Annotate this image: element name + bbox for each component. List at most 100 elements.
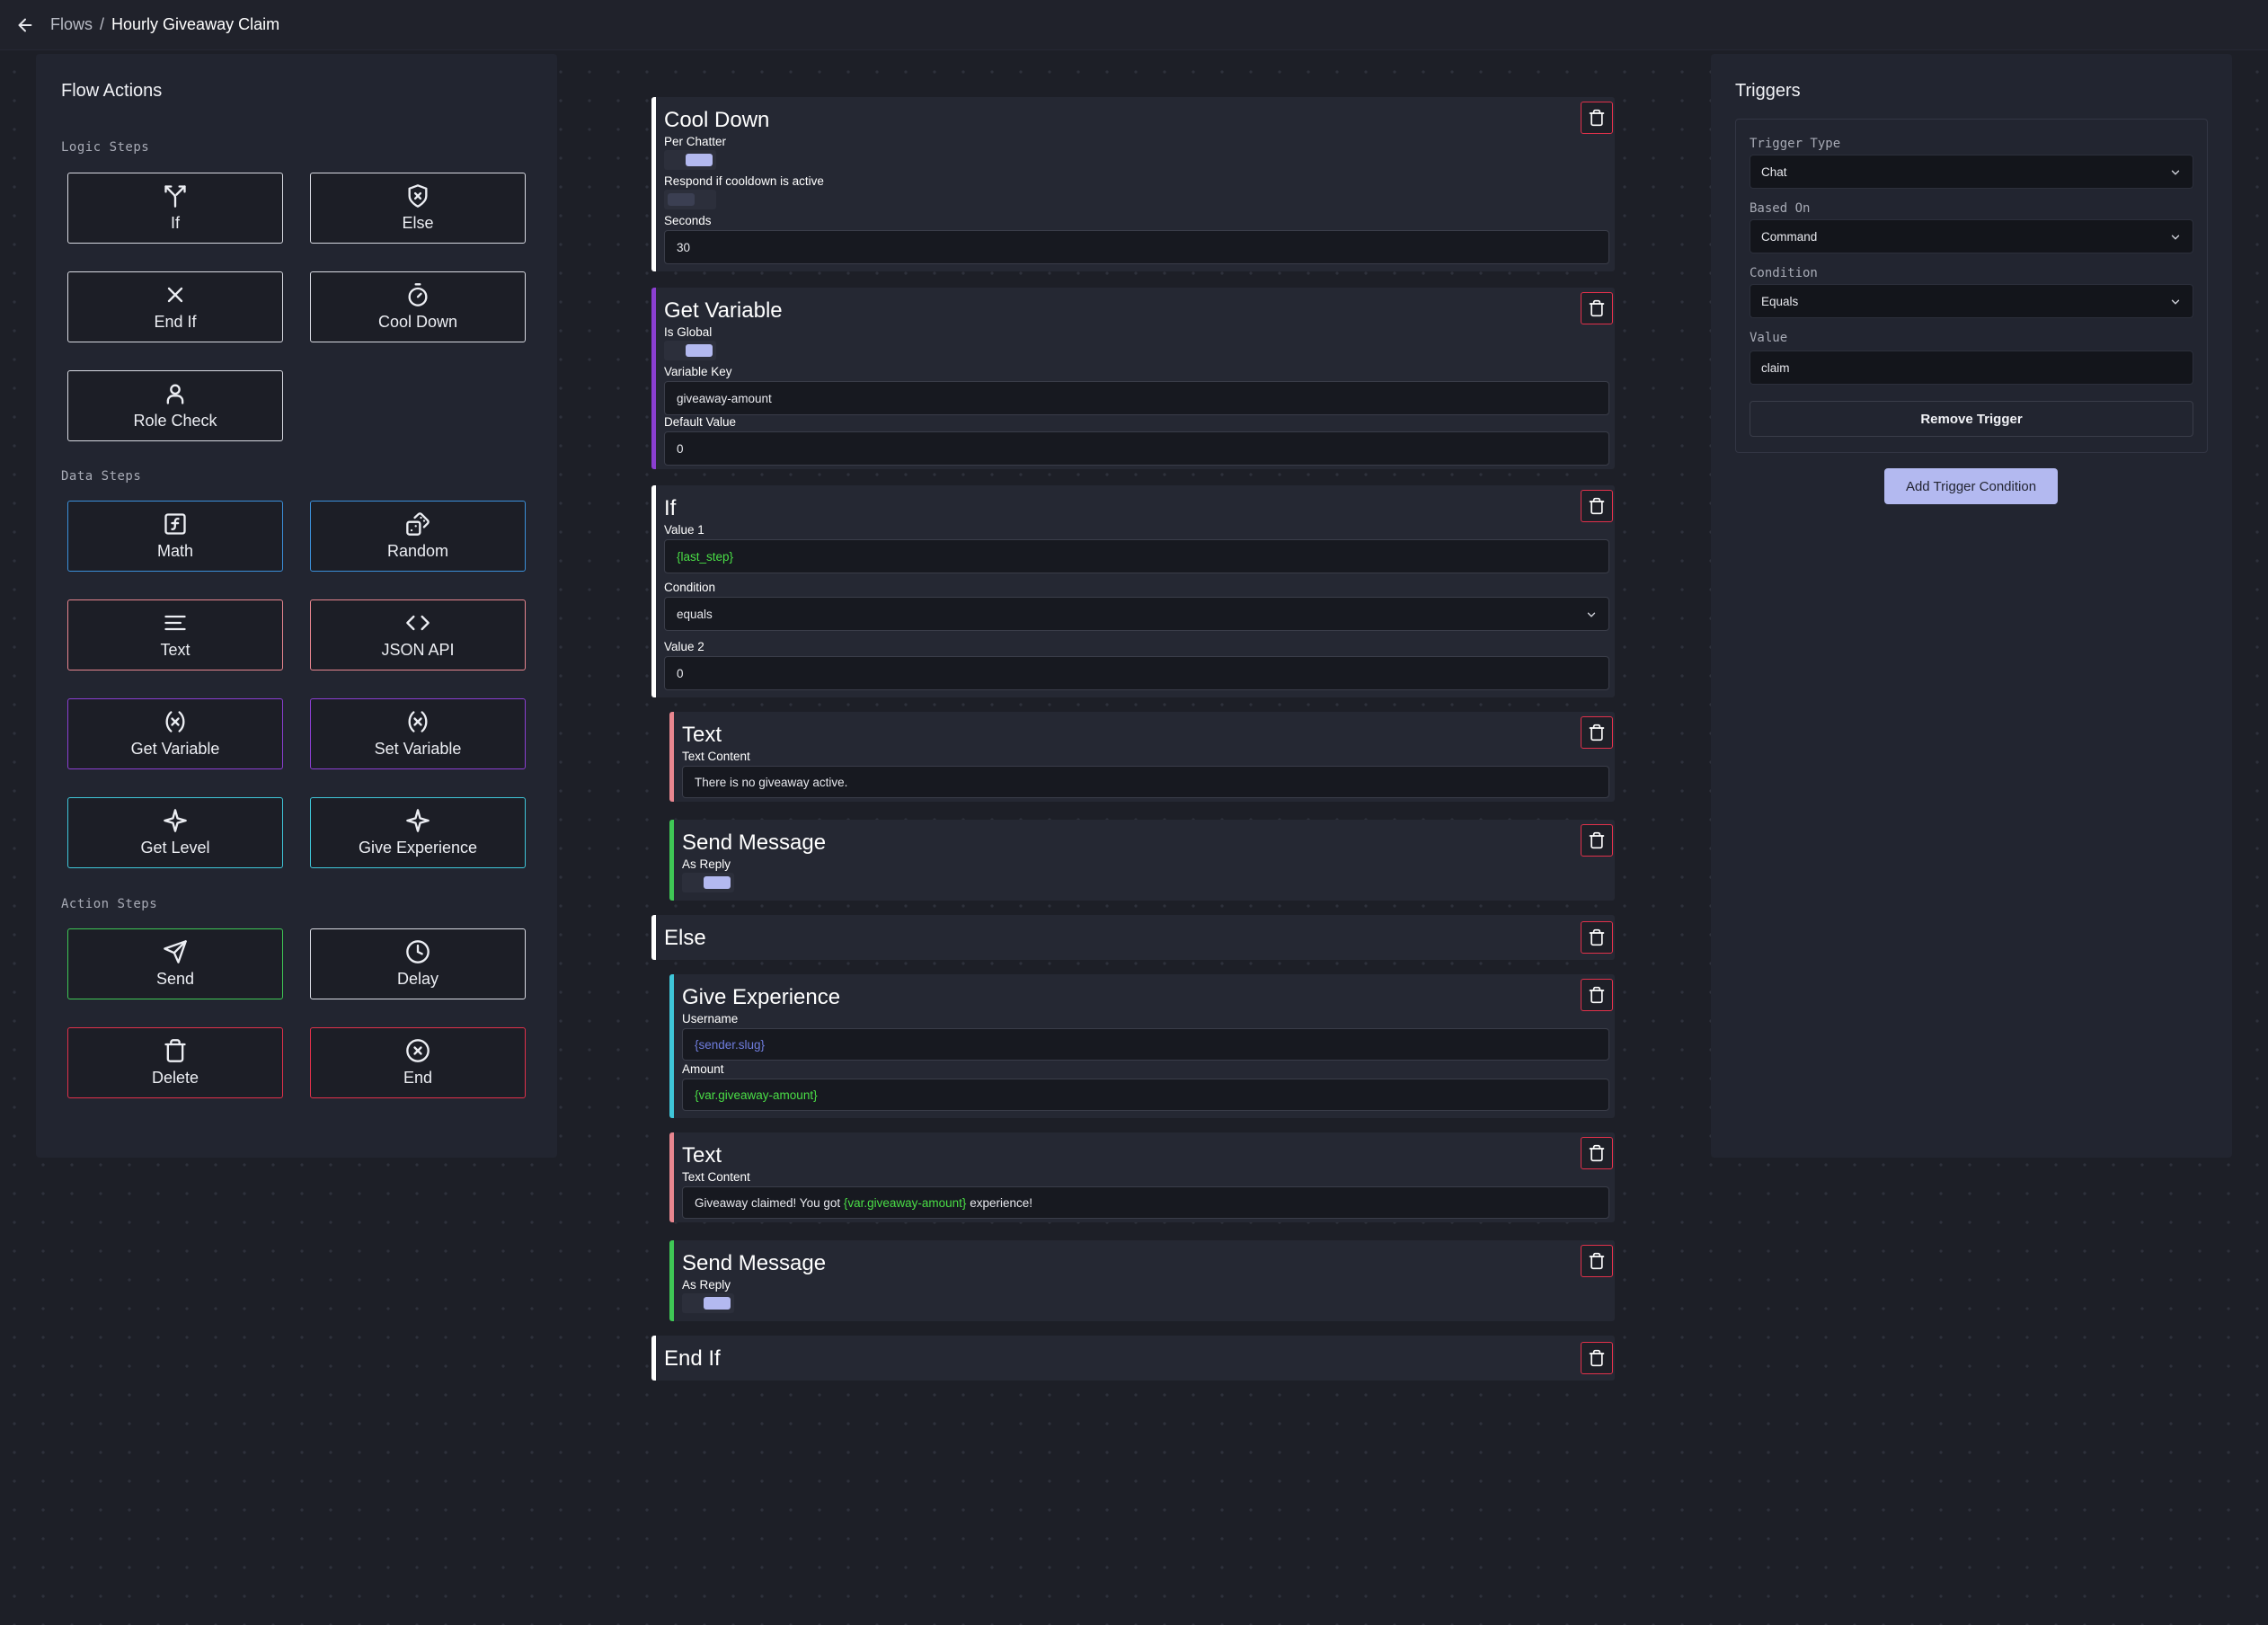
- variable-key-input[interactable]: giveaway-amount: [664, 381, 1609, 415]
- step-title: Cool Down: [664, 108, 770, 132]
- condition-select[interactable]: equals: [664, 597, 1609, 631]
- as-reply-label: As Reply: [682, 857, 731, 871]
- add-math-label: Math: [156, 542, 194, 560]
- add-role-check-button[interactable]: Role Check: [67, 370, 283, 441]
- respond-active-label: Respond if cooldown is active: [664, 174, 824, 188]
- split-icon: [164, 185, 186, 208]
- add-send-button[interactable]: Send: [67, 928, 283, 999]
- add-else-button[interactable]: Else: [310, 173, 526, 244]
- add-send-label: Send: [155, 970, 195, 988]
- delete-step-button[interactable]: [1581, 979, 1613, 1011]
- add-get-level-button[interactable]: Get Level: [67, 797, 283, 868]
- step-send-message: Send Message As Reply: [669, 820, 1615, 901]
- add-json-api-button[interactable]: JSON API: [310, 599, 526, 670]
- delete-step-button[interactable]: [1581, 292, 1613, 324]
- as-reply-toggle[interactable]: [682, 873, 734, 892]
- trigger-card: [1735, 119, 2208, 453]
- as-reply-label: As Reply: [682, 1278, 731, 1292]
- based-on-label: Based On: [1750, 201, 1811, 216]
- based-on-select[interactable]: Command: [1750, 219, 2193, 253]
- text-content-input[interactable]: Giveaway claimed! You got {var.giveaway-…: [682, 1186, 1609, 1219]
- data-steps-label: Data Steps: [61, 469, 142, 484]
- amount-input[interactable]: {var.giveaway-amount}: [682, 1079, 1609, 1111]
- delete-step-button[interactable]: [1581, 921, 1613, 954]
- per-chatter-toggle[interactable]: [664, 150, 716, 170]
- step-title: Get Variable: [664, 298, 783, 323]
- value2-label: Value 2: [664, 640, 704, 653]
- step-give-experience: Give Experience Username {sender.slug} A…: [669, 974, 1615, 1118]
- delete-step-button[interactable]: [1581, 824, 1613, 857]
- back-arrow-icon[interactable]: [0, 0, 50, 50]
- default-value-input[interactable]: 0: [664, 431, 1609, 466]
- condition-value: equals: [677, 607, 713, 621]
- add-text-button[interactable]: Text: [67, 599, 283, 670]
- username-label: Username: [682, 1012, 739, 1026]
- step-title: If: [664, 496, 677, 520]
- step-title: Else: [664, 926, 706, 950]
- add-cool-down-button[interactable]: Cool Down: [310, 271, 526, 342]
- value1-input[interactable]: {last_step}: [664, 539, 1609, 573]
- x-circle-icon: [406, 1039, 430, 1062]
- add-end-if-button[interactable]: End If: [67, 271, 283, 342]
- trigger-value-input[interactable]: claim: [1750, 351, 2193, 385]
- seconds-label: Seconds: [664, 214, 712, 227]
- add-delete-label: Delete: [151, 1069, 199, 1087]
- trigger-condition-select[interactable]: Equals: [1750, 284, 2193, 318]
- step-title: Send Message: [682, 1251, 827, 1275]
- is-global-toggle[interactable]: [664, 341, 716, 360]
- add-set-variable-button[interactable]: Set Variable: [310, 698, 526, 769]
- trigger-type-select[interactable]: Chat: [1750, 155, 2193, 189]
- add-give-experience-button[interactable]: Give Experience: [310, 797, 526, 868]
- variable-key-label: Variable Key: [664, 365, 732, 378]
- add-get-variable-button[interactable]: Get Variable: [67, 698, 283, 769]
- text-content-label: Text Content: [682, 1170, 750, 1184]
- add-trigger-condition-button[interactable]: Add Trigger Condition: [1884, 468, 2058, 504]
- delete-step-button[interactable]: [1581, 1245, 1613, 1277]
- add-random-button[interactable]: Random: [310, 501, 526, 572]
- remove-trigger-button[interactable]: Remove Trigger: [1750, 401, 2193, 437]
- trash-icon: [1589, 1144, 1605, 1162]
- trash-icon: [1589, 724, 1605, 741]
- step-title: Text: [682, 1143, 722, 1168]
- delete-step-button[interactable]: [1581, 102, 1613, 134]
- chevron-down-icon: [1587, 612, 1596, 617]
- respond-active-toggle[interactable]: [664, 190, 716, 209]
- username-input[interactable]: {sender.slug}: [682, 1028, 1609, 1061]
- timer-icon: [408, 283, 428, 306]
- clock-icon: [406, 940, 430, 963]
- breadcrumb-separator: /: [100, 15, 105, 33]
- based-on-value: Command: [1761, 229, 1818, 244]
- logic-steps-label: Logic Steps: [61, 140, 150, 155]
- add-math-button[interactable]: Math: [67, 501, 283, 572]
- trash-icon: [164, 1039, 186, 1062]
- chevron-down-icon: [2171, 299, 2180, 305]
- add-get-variable-label: Get Variable: [130, 740, 220, 758]
- trigger-type-label: Trigger Type: [1750, 137, 1841, 151]
- add-else-label: Else: [402, 214, 434, 232]
- add-delay-button[interactable]: Delay: [310, 928, 526, 999]
- add-delete-button[interactable]: Delete: [67, 1027, 283, 1098]
- default-value-label: Default Value: [664, 415, 737, 429]
- dices-icon: [406, 512, 430, 536]
- add-if-button[interactable]: If: [67, 173, 283, 244]
- trigger-value-label: Value: [1750, 331, 1788, 345]
- value2-input[interactable]: 0: [664, 656, 1609, 690]
- delete-step-button[interactable]: [1581, 1137, 1613, 1169]
- delete-step-button[interactable]: [1581, 1342, 1613, 1374]
- value1-label: Value 1: [664, 523, 704, 537]
- breadcrumb: Flows / Hourly Giveaway Claim: [50, 15, 279, 34]
- action-steps-label: Action Steps: [61, 897, 158, 911]
- as-reply-toggle[interactable]: [682, 1293, 734, 1313]
- delete-step-button[interactable]: [1581, 716, 1613, 749]
- add-end-label: End: [403, 1069, 433, 1087]
- text-content-input[interactable]: There is no giveaway active.: [682, 766, 1609, 798]
- trash-icon: [1589, 831, 1605, 849]
- add-end-button[interactable]: End: [310, 1027, 526, 1098]
- flow-actions-title: Flow Actions: [61, 81, 163, 101]
- seconds-input[interactable]: 30: [664, 230, 1609, 264]
- x-icon: [167, 287, 183, 303]
- delete-step-button[interactable]: [1581, 490, 1613, 522]
- top-bar: Flows / Hourly Giveaway Claim: [0, 0, 2268, 50]
- add-cool-down-label: Cool Down: [377, 313, 458, 331]
- breadcrumb-flows-link[interactable]: Flows: [50, 15, 93, 33]
